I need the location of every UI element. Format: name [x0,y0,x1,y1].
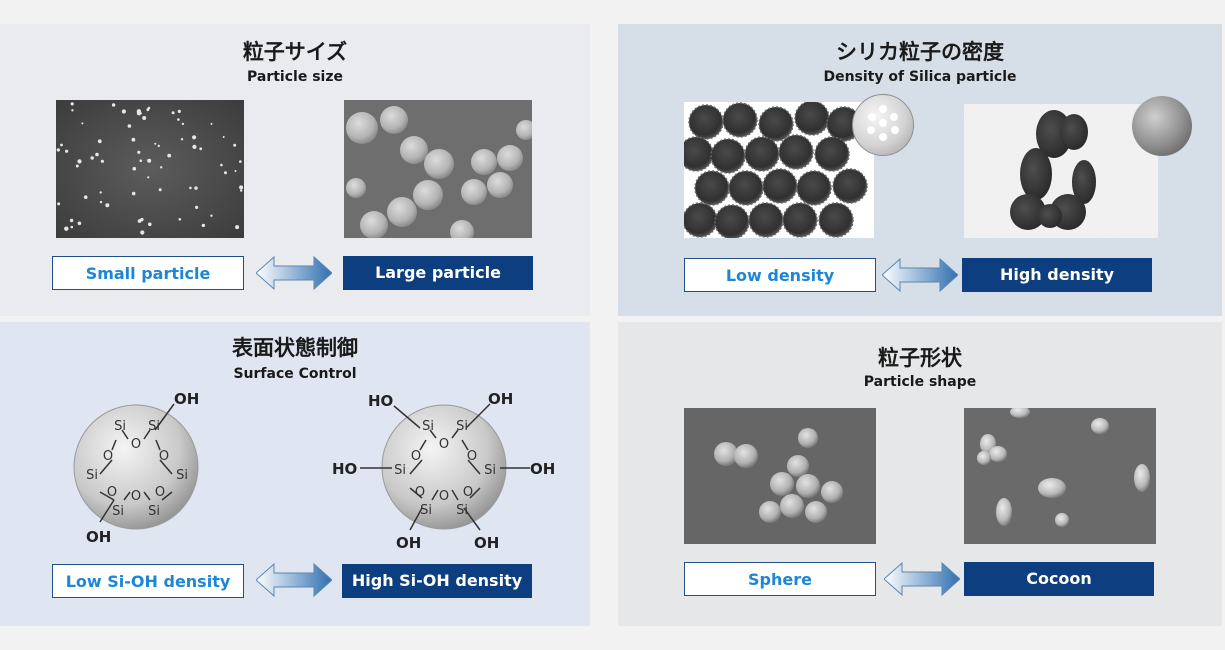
o-label: O [439,489,449,504]
oh-label: OH [488,390,513,408]
sphere-sem-image [684,408,876,544]
si-label: Si [422,419,434,434]
double-arrow-icon [884,561,960,597]
panel-title-en: Particle shape [863,374,977,390]
panel-particle-shape: 粒子形状 Particle shape [618,322,1222,626]
double-arrow-icon [882,257,958,293]
si-label: Si [456,503,468,518]
ho-label: HO [332,460,357,478]
panel-title-jp: シリカ粒子の密度 [836,40,1004,64]
o-label: O [411,449,421,464]
panel-particle-size: 粒子サイズ Particle size [0,24,590,316]
oh-label: OH [86,528,111,546]
si-label: Si [456,419,468,434]
panel-title-jp: 粒子サイズ [242,40,348,64]
sphere-label: Sphere [684,562,876,596]
panel-title-en: Particle size [247,69,343,85]
o-label: O [131,489,141,504]
panel-density: シリカ粒子の密度 Density of Silica particle [618,24,1222,316]
oh-label: OH [396,534,421,552]
si-label: Si [148,419,160,434]
large-particle-label: Large particle [343,256,533,290]
double-arrow-icon [256,255,332,291]
panel-title-jp: 粒子形状 [878,346,962,370]
o-label: O [159,449,169,464]
small-particle-sem-image [56,100,244,238]
si-label: Si [176,468,188,483]
si-label: Si [148,504,160,519]
double-arrow-icon [256,562,332,598]
low-density-label: Low density [684,258,876,292]
o-label: O [467,449,477,464]
low-silanol-label: Low Si-OH density [52,564,244,598]
low-density-tem-image [684,102,874,238]
cocoon-sem-image [964,408,1156,544]
si-label: Si [114,419,126,434]
small-particle-label: Small particle [52,256,244,290]
o-label: O [107,485,117,500]
oh-label: OH [474,534,499,552]
solid-sphere-icon [1132,96,1192,156]
low-silanol-structure: Si Si O O O Si Si O O O Si Si OH OH [73,390,199,546]
o-label: O [131,437,141,452]
panel-title-en: Surface Control [233,366,357,382]
oh-label: OH [530,460,555,478]
si-label: Si [394,463,406,478]
si-label: Si [420,503,432,518]
o-label: O [463,485,473,500]
porous-sphere-icon [852,94,914,156]
o-label: O [415,485,425,500]
ho-label: HO [368,392,393,410]
o-label: O [439,437,449,452]
large-particle-sem-image [344,100,532,238]
cocoon-label: Cocoon [964,562,1154,596]
high-silanol-label: High Si-OH density [342,564,532,598]
si-label: Si [86,468,98,483]
high-density-label: High density [962,258,1152,292]
si-label: Si [112,504,124,519]
panel-title-en: Density of Silica particle [823,69,1017,85]
high-density-tem-image [964,104,1158,238]
panel-surface-control: 表面状態制御 Surface Control Si Si O O O Si Si [0,322,590,626]
panel-title-jp: 表面状態制御 [232,336,358,360]
o-label: O [155,485,165,500]
oh-label: OH [174,390,199,408]
o-label: O [103,449,113,464]
high-silanol-structure: Si Si O O O Si Si O O O Si Si HO OH HO O… [332,390,555,552]
si-label: Si [484,463,496,478]
